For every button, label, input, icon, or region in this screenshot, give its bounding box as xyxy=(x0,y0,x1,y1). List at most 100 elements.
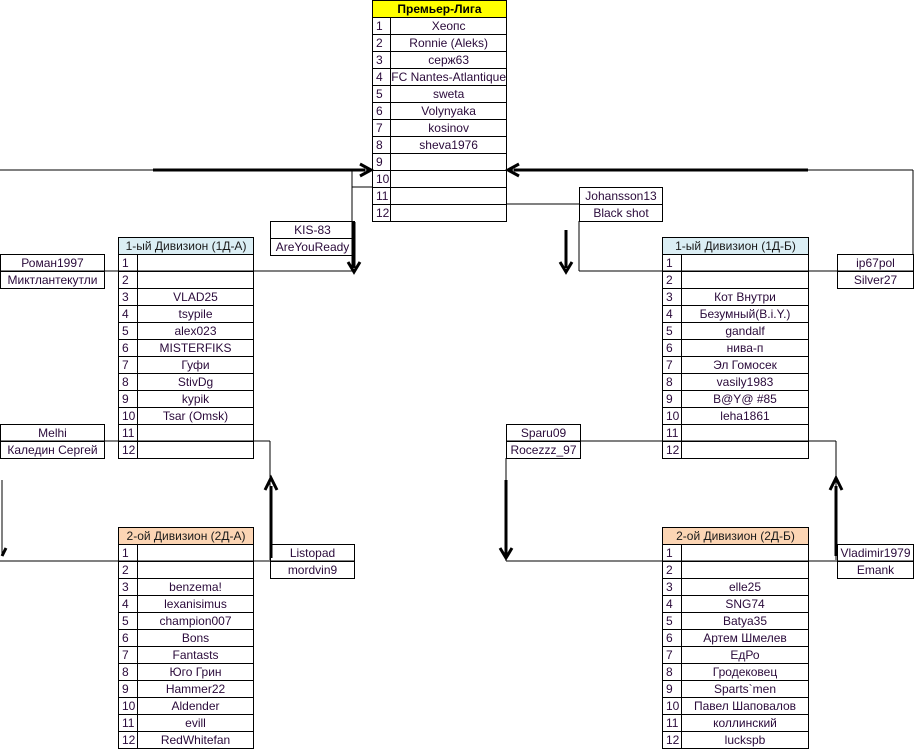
player-name xyxy=(137,544,254,562)
rank-number: 10 xyxy=(118,407,138,425)
rank-number: 4 xyxy=(371,68,392,86)
division-1b-title: 1-ый Дивизион (1Д-Б) xyxy=(662,237,809,255)
player-name: Кот Внутри xyxy=(681,288,809,306)
table-row: 10 xyxy=(371,170,507,188)
playoff-player: Black shot xyxy=(579,204,663,222)
rank-number: 10 xyxy=(662,407,682,425)
playoff-player: KIS-83 xyxy=(270,221,355,239)
table-row: 1 xyxy=(662,254,809,272)
player-name: Volynyaka xyxy=(390,102,507,120)
rank-number: 12 xyxy=(118,441,138,459)
rank-number: 3 xyxy=(662,578,682,596)
arrow-head-down-right xyxy=(558,261,574,275)
rank-number: 7 xyxy=(662,356,682,374)
table-row: 11 xyxy=(662,424,809,442)
playoff-player: Sparu09 xyxy=(506,424,581,442)
rank-number: 7 xyxy=(371,119,392,137)
player-name: elle25 xyxy=(681,578,809,596)
table-row: 2 xyxy=(118,271,254,289)
player-name: нива-п xyxy=(681,339,809,357)
playoff-player: Vladimir1979 xyxy=(837,544,914,562)
arrow-head-left-premier xyxy=(504,162,520,178)
table-row: 1 xyxy=(662,544,809,562)
division-2a-title: 2-ой Дивизион (2Д-А) xyxy=(118,527,254,545)
table-row: 2 xyxy=(662,561,809,579)
rank-number: 3 xyxy=(371,51,392,69)
player-name: Tsar (Omsk) xyxy=(137,407,254,425)
playoff-player: Listopad xyxy=(270,544,355,562)
rank-number: 12 xyxy=(662,441,682,459)
player-name: vasily1983 xyxy=(681,373,809,391)
rank-number: 1 xyxy=(118,544,138,562)
player-name: leha1861 xyxy=(681,407,809,425)
player-name: Гродековец xyxy=(681,663,809,681)
arrow-head-down-1da xyxy=(346,261,362,275)
rank-number: 6 xyxy=(371,102,392,120)
player-name: Безумный(B.i.Y.) xyxy=(681,305,809,323)
player-name: luckspb xyxy=(681,731,809,749)
rank-number: 8 xyxy=(118,663,138,681)
playoff-player: Каледин Сергей xyxy=(0,441,105,459)
table-row: 2 xyxy=(662,271,809,289)
rank-number: 11 xyxy=(118,424,138,442)
rank-number: 8 xyxy=(662,373,682,391)
rank-number: 2 xyxy=(662,271,682,289)
player-name: Aldender xyxy=(137,697,254,715)
playoff-box-melhi: Melhi Каледин Сергей xyxy=(0,424,105,459)
rank-number: 6 xyxy=(118,339,138,357)
rank-number: 11 xyxy=(371,187,392,205)
player-name: lexanisimus xyxy=(137,595,254,613)
rank-number: 11 xyxy=(662,714,682,732)
player-name: Гуфи xyxy=(137,356,254,374)
rank-number: 11 xyxy=(662,424,682,442)
player-name: коллинский xyxy=(681,714,809,732)
player-name: серж63 xyxy=(390,51,507,69)
playoff-player: mordvin9 xyxy=(270,561,355,579)
rank-number: 11 xyxy=(118,714,138,732)
table-row: 1 xyxy=(118,544,254,562)
player-name: FC Nantes-Atlantique xyxy=(390,68,507,86)
table-row: 11 xyxy=(118,424,254,442)
table-row: 9 xyxy=(371,153,507,171)
rank-number: 3 xyxy=(118,288,138,306)
player-name: Эл Гомосек xyxy=(681,356,809,374)
player-name xyxy=(681,544,809,562)
player-name xyxy=(137,271,254,289)
player-name: Артем Шмелев xyxy=(681,629,809,647)
playoff-box-listopad: Listopad mordvin9 xyxy=(270,544,355,579)
player-name: evill xyxy=(137,714,254,732)
playoff-player: ip67pol xyxy=(837,254,914,272)
rank-number: 7 xyxy=(118,356,138,374)
arrow-head-down-sparu xyxy=(498,547,514,561)
rank-number: 1 xyxy=(662,254,682,272)
rank-number: 5 xyxy=(118,322,138,340)
playoff-box-sparu: Sparu09 Rocezzz_97 xyxy=(506,424,581,459)
playoff-player: Emank xyxy=(837,561,914,579)
table-row: 12 xyxy=(371,204,507,222)
rank-number: 4 xyxy=(662,305,682,323)
rank-number: 10 xyxy=(371,170,392,188)
rank-number: 2 xyxy=(371,34,392,52)
player-name: RedWhitefan xyxy=(137,731,254,749)
